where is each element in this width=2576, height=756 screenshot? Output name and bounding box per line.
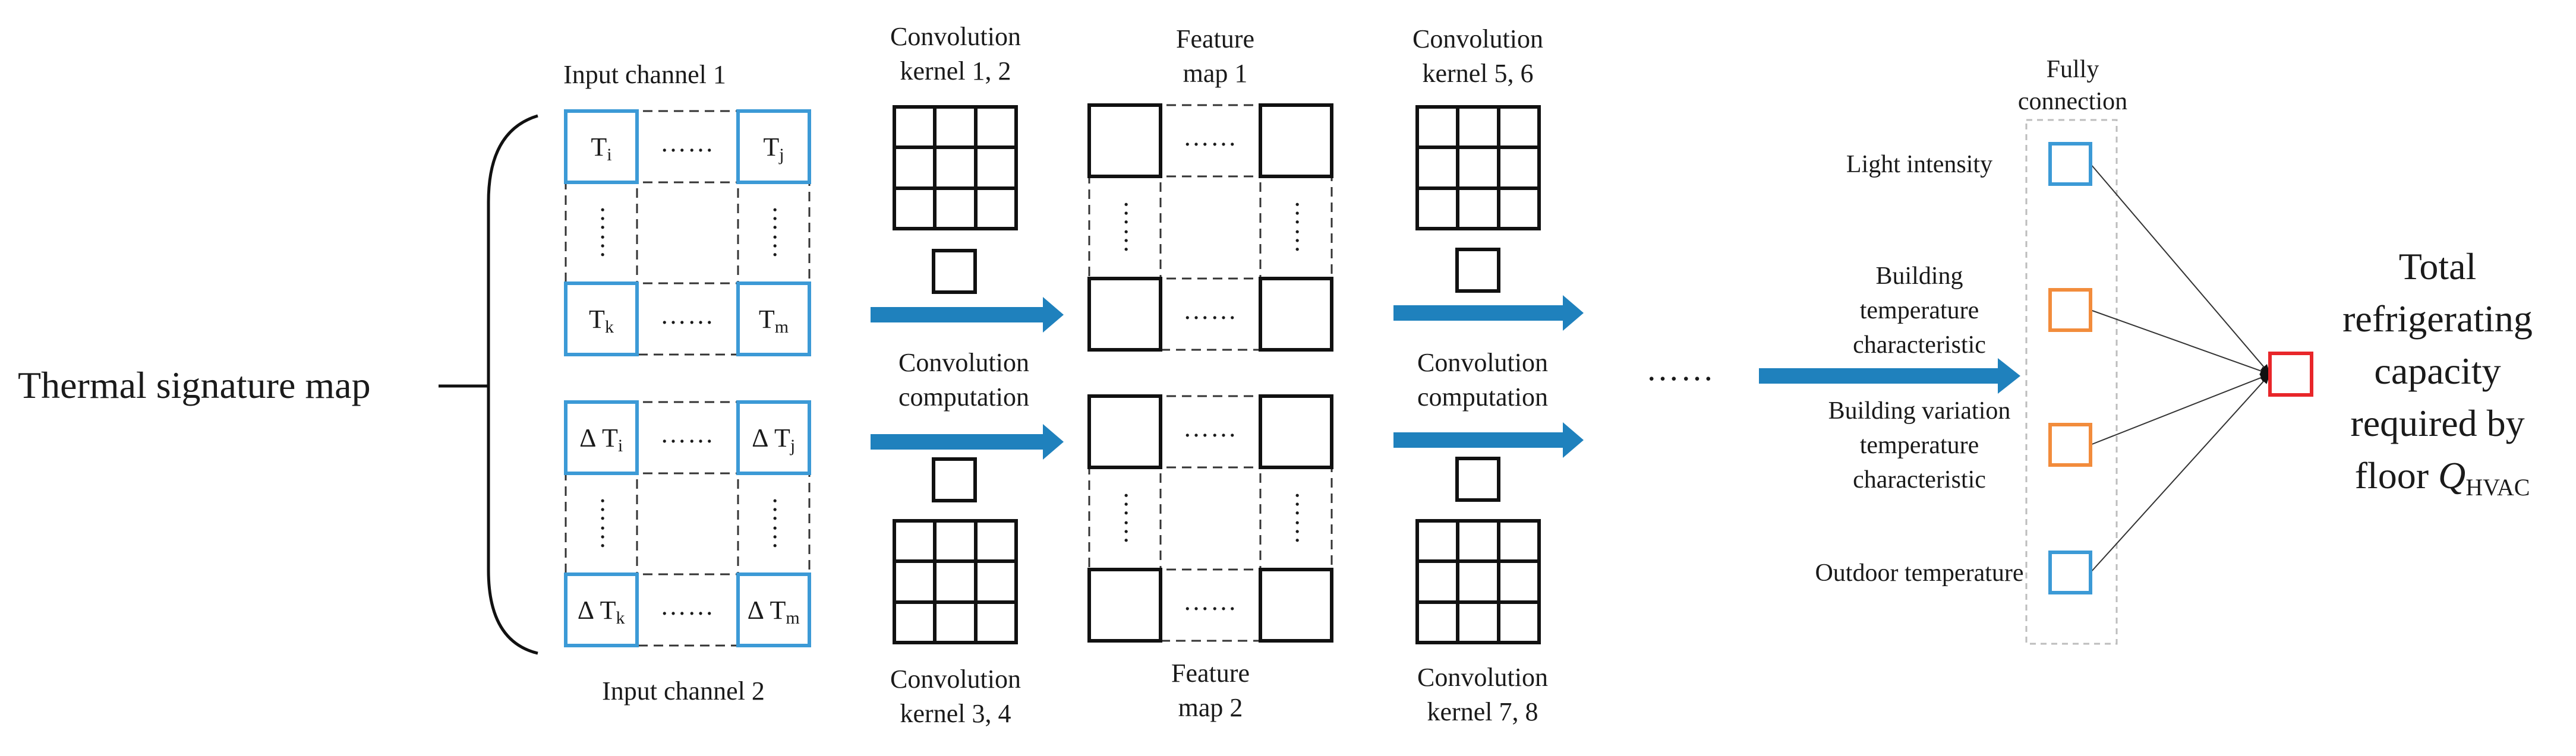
cell-t-m [736,281,811,356]
cell-dt-i-label: ∆ Ti [580,423,623,456]
feature-label-line: Building variation [1828,397,2011,425]
h-dots: …… [660,300,715,330]
feature-node [2048,288,2092,332]
fc-edge [2090,163,2271,375]
feature-label-line: Light intensity [1846,151,1992,178]
output-label: Total refrigerating capacity required by… [2342,245,2542,501]
fc-edge [2090,374,2271,445]
h-dots: …… [660,419,715,448]
v-dots: …… [1290,491,1319,546]
feature-node [2048,142,2092,186]
fc-edge [2090,374,2271,573]
feature-label: Outdoor temperature [1815,559,2023,587]
cell-dt-m [736,572,811,647]
cell-dt-i [564,400,639,475]
input-channel-2-title: Input channel 2 [602,676,765,706]
kernel-7-8-result-cell [1455,457,1500,502]
v-dots: …… [595,496,625,551]
cell-dt-m-label: ∆ Tm [748,596,799,628]
fc-edges [2090,163,2271,573]
v-dots: …… [1119,200,1148,255]
cell-t-k [564,281,639,356]
input-channel-2-grid [565,401,811,647]
input-channel-2: ∆ Ti ∆ Tj ∆ Tk ∆ Tm …… …… …… …… Input ch… [564,400,811,706]
output-node [2268,352,2313,397]
feature-label: Building variation temperature characteris… [1828,397,2011,494]
input-channel-1-title: Input channel 1 [563,60,726,89]
input-channel-1: Input channel 1 Ti Tj Tk Tm …… …… …… …… [563,60,811,356]
cell-dt-j-label: ∆ Tj [752,423,795,456]
feature-label: Building temperature characteristic [1853,262,1986,359]
kernel-1-2-result-cell [932,249,977,294]
flow-arrow [1393,295,1584,331]
v-dots: …… [1119,491,1148,546]
feature-label-line: Outdoor temperature [1815,559,2023,587]
h-dots: …… [1183,413,1238,442]
v-dots: …… [1290,200,1319,255]
flow-arrow [871,297,1064,333]
h-dots: …… [1183,587,1238,616]
kernel-5-6-grid [1415,105,1541,230]
input-brace [487,114,538,655]
feature-node [2048,423,2092,467]
feature-label-line: temperature [1860,297,1979,324]
h-dots: …… [660,128,715,157]
v-dots: …… [768,205,797,260]
stage-ellipsis: …… [1646,351,1715,388]
flow-arrows [871,295,2020,460]
feature-label: Light intensity [1846,151,1992,178]
feature-label-line: temperature [1860,432,1979,459]
cell-dt-k-label: ∆ Tk [578,596,625,628]
cell-t-j-label: Tj [763,132,784,165]
thermal-signature-map-label: Thermal signature map [18,364,371,406]
kernel-3-4-grid [893,519,1018,644]
kernel-1-2-grid [893,105,1018,230]
fully-connection-frame [2025,119,2118,645]
feature-label-line: characteristic [1853,331,1986,359]
input-channel-1-grid [565,110,811,356]
v-dots: …… [768,496,797,551]
feature-label-line: Building [1875,262,1963,290]
kernel-7-8-grid [1415,519,1541,644]
cell-t-j [736,109,811,184]
v-dots: …… [595,205,625,260]
cell-t-m-label: Tm [759,305,789,337]
cell-dt-j [736,400,811,475]
cell-dt-k [564,572,639,647]
kernel-5-6-result-cell [1455,248,1500,293]
flow-arrow [871,424,1064,460]
h-dots: …… [1183,122,1238,151]
feature-node [2048,551,2092,594]
fc-nodes [2048,142,2092,594]
flow-arrow [1393,422,1584,458]
feature-label-line: characteristic [1853,466,1986,494]
fc-edge [2090,309,2271,375]
h-dots: …… [1183,296,1238,325]
kernel-3-4-result-cell [932,457,977,502]
cell-t-k-label: Tk [589,305,614,337]
flow-arrow [1759,358,2020,394]
h-dots: …… [660,591,715,621]
cell-t-i [564,109,639,184]
cell-t-i-label: Ti [591,132,611,165]
